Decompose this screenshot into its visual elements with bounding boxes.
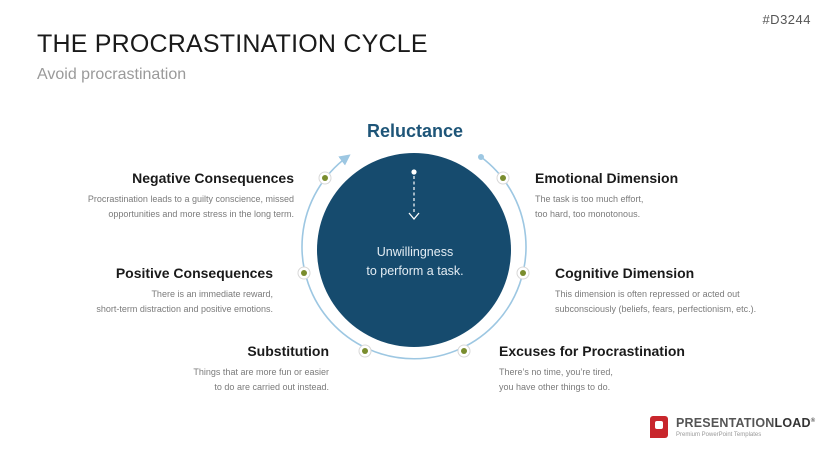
brand-logo: PRESENTATIONLOAD® Premium PowerPoint Tem… [650, 416, 815, 446]
stage-desc-line: subconsciously (beliefs, fears, perfecti… [555, 304, 757, 314]
logo-name: PRESENTATIONLOAD® [676, 416, 816, 430]
page-title: THE PROCRASTINATION CYCLE [37, 30, 428, 58]
stage-positive: Positive Consequences There is an immedi… [96, 265, 273, 317]
stage-desc-line: Things that are more fun or easier [193, 367, 329, 377]
logo-mark-icon [650, 416, 668, 438]
stage-desc-line: to do are carried out instead. [214, 382, 329, 392]
stage-negative: Negative Consequences Procrastination le… [88, 170, 294, 222]
center-indicator-dot [411, 169, 417, 175]
stage-desc-line: Procrastination leads to a guilty consci… [87, 194, 294, 204]
stage-substitution: Substitution Things that are more fun or… [193, 343, 329, 395]
logo-tagline: Premium PowerPoint Templates [676, 432, 762, 438]
node-substitution [358, 344, 372, 358]
stage-title: Excuses for Procrastination [499, 343, 685, 359]
center-indicator-arrow [408, 212, 420, 221]
stage-desc-line: There’s no time, you’re tired, [499, 367, 613, 377]
center-text-line1: Unwillingness [376, 245, 454, 259]
stage-desc-line: opportunities and more stress in the lon… [108, 209, 294, 219]
cycle-ring [301, 154, 527, 360]
stage-emotional: Emotional Dimension The task is too much… [535, 170, 678, 222]
stage-desc-line: The task is too much effort, [535, 194, 644, 204]
node-excuses [457, 344, 471, 358]
stage-desc-line: you have other things to do. [499, 382, 611, 392]
stage-title: Substitution [247, 343, 329, 359]
stage-desc-line: There is an immediate reward, [151, 289, 273, 299]
ring-start-dot [478, 154, 484, 160]
stage-title: Emotional Dimension [535, 170, 679, 186]
node-negative [318, 171, 332, 185]
slide-id: #D3244 [762, 12, 811, 27]
stage-desc-line: This dimension is often repressed or act… [555, 289, 740, 299]
page-subtitle: Avoid procrastination [37, 66, 187, 83]
stage-title: Cognitive Dimension [555, 265, 695, 281]
stage-desc-line: short-term distraction and positive emot… [96, 304, 273, 314]
stage-desc-line: too hard, too monotonous. [535, 209, 641, 219]
stage-title: Negative Consequences [132, 170, 294, 186]
stage-cognitive: Cognitive Dimension This dimension is of… [555, 265, 756, 317]
node-emotional [496, 171, 510, 185]
node-positive [297, 266, 311, 280]
stage-excuses: Excuses for Procrastination There’s no t… [499, 343, 685, 395]
top-label: Reluctance [366, 121, 464, 141]
stage-title: Positive Consequences [115, 265, 273, 281]
center-text: Unwillingness to perform a task. [330, 243, 500, 281]
node-cognitive [516, 266, 530, 280]
center-text-line2: to perform a task. [366, 264, 464, 278]
center-circle [317, 153, 511, 347]
